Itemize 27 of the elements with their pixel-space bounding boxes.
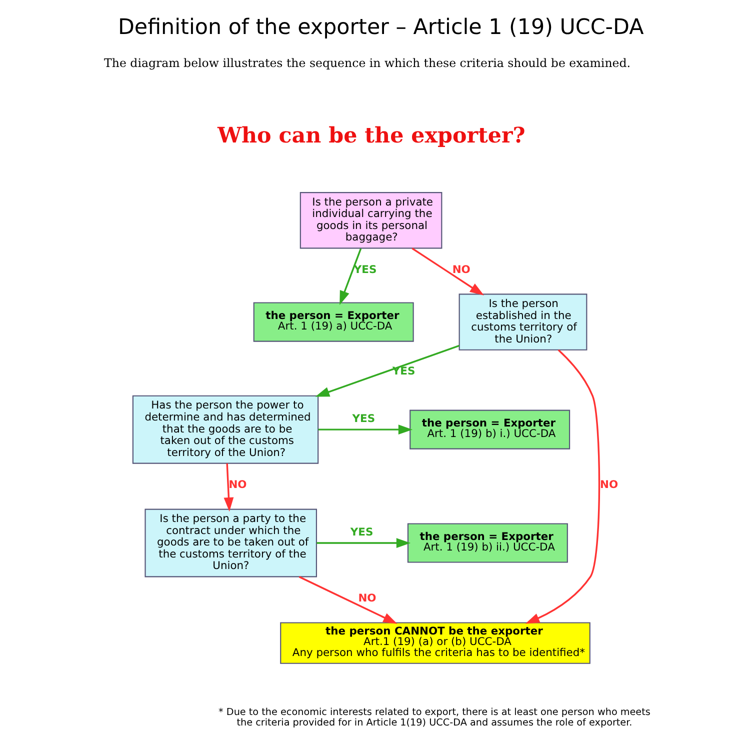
arrow bbox=[525, 349, 600, 624]
arrow bbox=[340, 248, 362, 306]
edge-label: YES bbox=[350, 526, 374, 539]
arrow bbox=[224, 463, 234, 512]
node-box: the person = Exporter Art. 1 (19) b) i.) UCC-DA bbox=[410, 410, 570, 450]
arrow bbox=[315, 344, 460, 397]
node-box: Is the person established in the customs territory of the Union? bbox=[458, 294, 588, 350]
edge-label: NO bbox=[228, 478, 247, 491]
label: Who can be the exporter? bbox=[217, 123, 526, 148]
edge-label: NO bbox=[600, 478, 618, 491]
label: The diagram below illustrates the sequence in which these criteria should be examined. bbox=[104, 56, 631, 70]
edge-label: NO bbox=[358, 591, 376, 604]
arrow bbox=[316, 538, 411, 548]
edge-label: YES bbox=[354, 262, 377, 276]
node-box: the person = Exporter Art. 1 (19) a) UCC-DA bbox=[253, 302, 414, 342]
arrow bbox=[298, 576, 398, 624]
arrow bbox=[412, 248, 484, 296]
node-box: Is the person a party to the contract under which the goods are to be taken out of the customs territory of the Union? bbox=[144, 508, 317, 578]
arrow bbox=[318, 424, 413, 435]
node-box: Has the person the power to determine and has determined that the goods are to be taken out of the customs territory of the Union? bbox=[132, 395, 319, 464]
label: * Due to the economic interests related to export, there is at least one person who meets the criteria provided for in Article 1(19) UCC-DA and assumes the role of exporter. bbox=[218, 706, 650, 729]
edge-label: YES bbox=[352, 412, 376, 426]
edge-label: NO bbox=[452, 262, 470, 276]
node-box: the person = Exporter Art. 1 (19) b) ii.) UCC-DA bbox=[407, 523, 568, 563]
node-box: Is the person a private individual carrying the goods in its personal baggage? bbox=[300, 192, 442, 249]
node-box: the person CANNOT be the exporter Art.1 (19) (a) or (b) UCC-DA Any person who fulfils the criteria has to be identified* bbox=[280, 622, 590, 664]
diagram-title: Definition of the exporter – Article 1 (19) UCC-DA bbox=[118, 15, 644, 40]
